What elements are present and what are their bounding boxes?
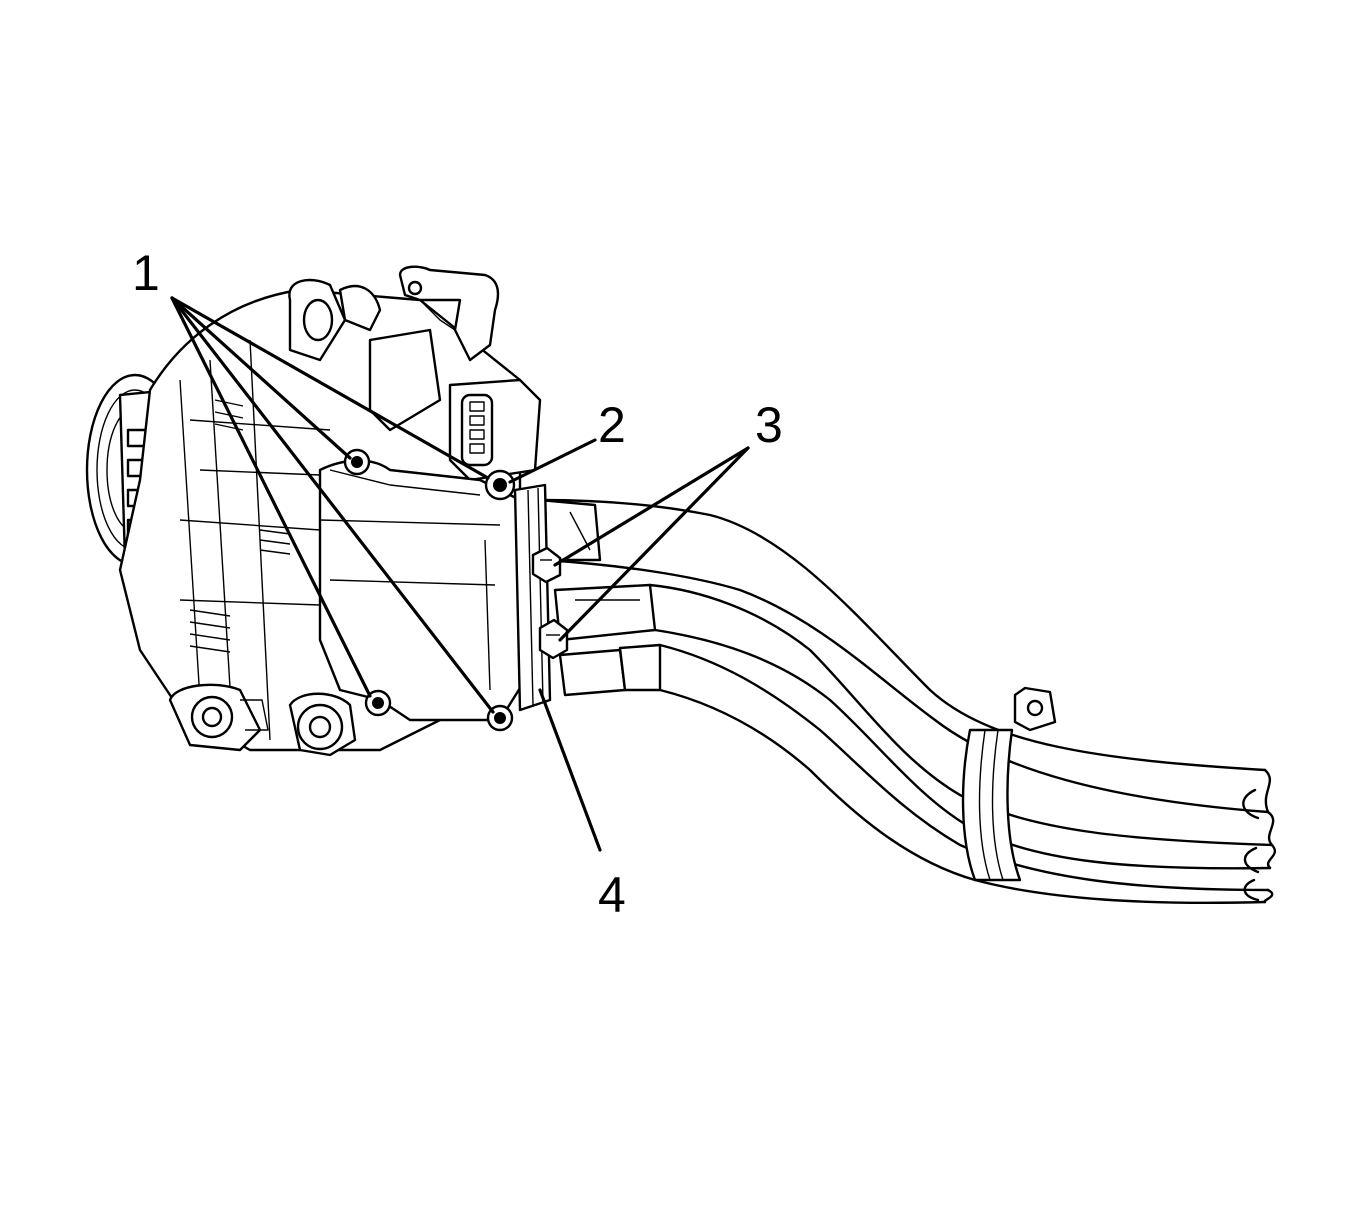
nut-lower	[538, 618, 569, 660]
callout-4: 4	[598, 867, 626, 923]
terminal-nuts	[531, 546, 569, 660]
cover-bolts	[343, 448, 516, 732]
leader-lines	[170, 296, 750, 852]
battery-cable-harness	[538, 498, 1276, 905]
callout-2: 2	[598, 397, 626, 453]
callout-3: 3	[755, 397, 783, 453]
bolt-upper-right	[484, 469, 516, 501]
bolt-upper-left	[343, 448, 371, 476]
bolt-lower-left	[364, 689, 392, 717]
terminal-cover-module	[318, 459, 552, 722]
nut-upper	[531, 546, 562, 584]
callout-1: 1	[132, 245, 160, 301]
harness-clip	[961, 686, 1057, 882]
